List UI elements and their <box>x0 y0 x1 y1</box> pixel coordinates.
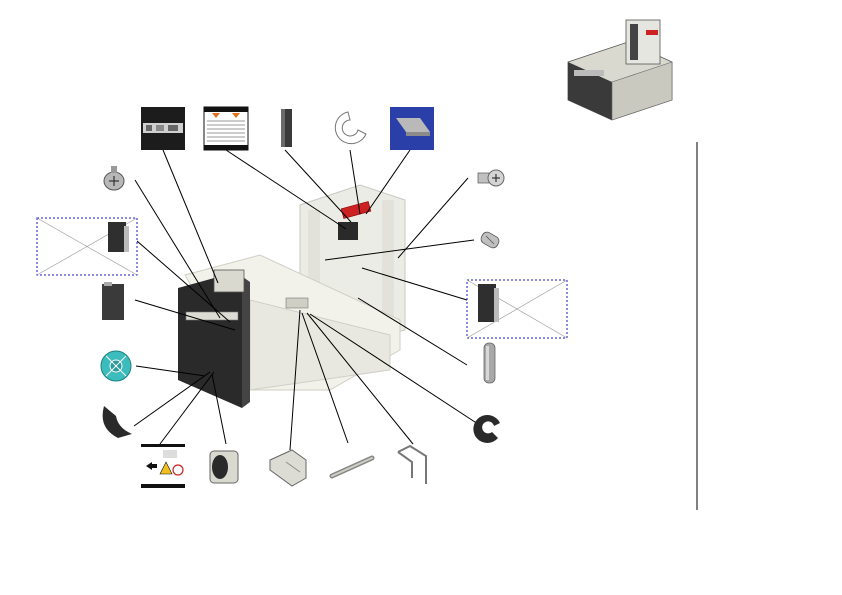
screw-icon <box>477 169 505 187</box>
striped-label-icon <box>203 106 249 151</box>
bushing-icon <box>209 450 239 484</box>
c-clip-icon <box>102 406 132 438</box>
main-assembly <box>178 184 406 408</box>
shaft-pin-icon <box>329 455 375 479</box>
leader-lines <box>133 149 479 451</box>
wire-hook-icon <box>397 444 427 484</box>
warning-label-icon <box>141 444 185 488</box>
blue-label-icon <box>390 107 434 150</box>
screw-icon <box>103 166 125 191</box>
pad-bar-icon <box>281 109 292 147</box>
gear-wheel-icon <box>100 350 132 382</box>
rod-pin-icon <box>483 342 496 384</box>
e-ring-icon <box>334 111 367 145</box>
assembly-thumbnail <box>553 6 679 134</box>
spring-plate-icon <box>269 449 307 487</box>
e-ring-icon <box>473 414 500 443</box>
label-strip-icon <box>141 107 185 150</box>
missing-image-placeholder-left <box>36 217 138 276</box>
spring-roller-icon <box>480 231 500 249</box>
missing-image-placeholder-right <box>466 279 568 339</box>
bracket-icon <box>102 282 124 320</box>
